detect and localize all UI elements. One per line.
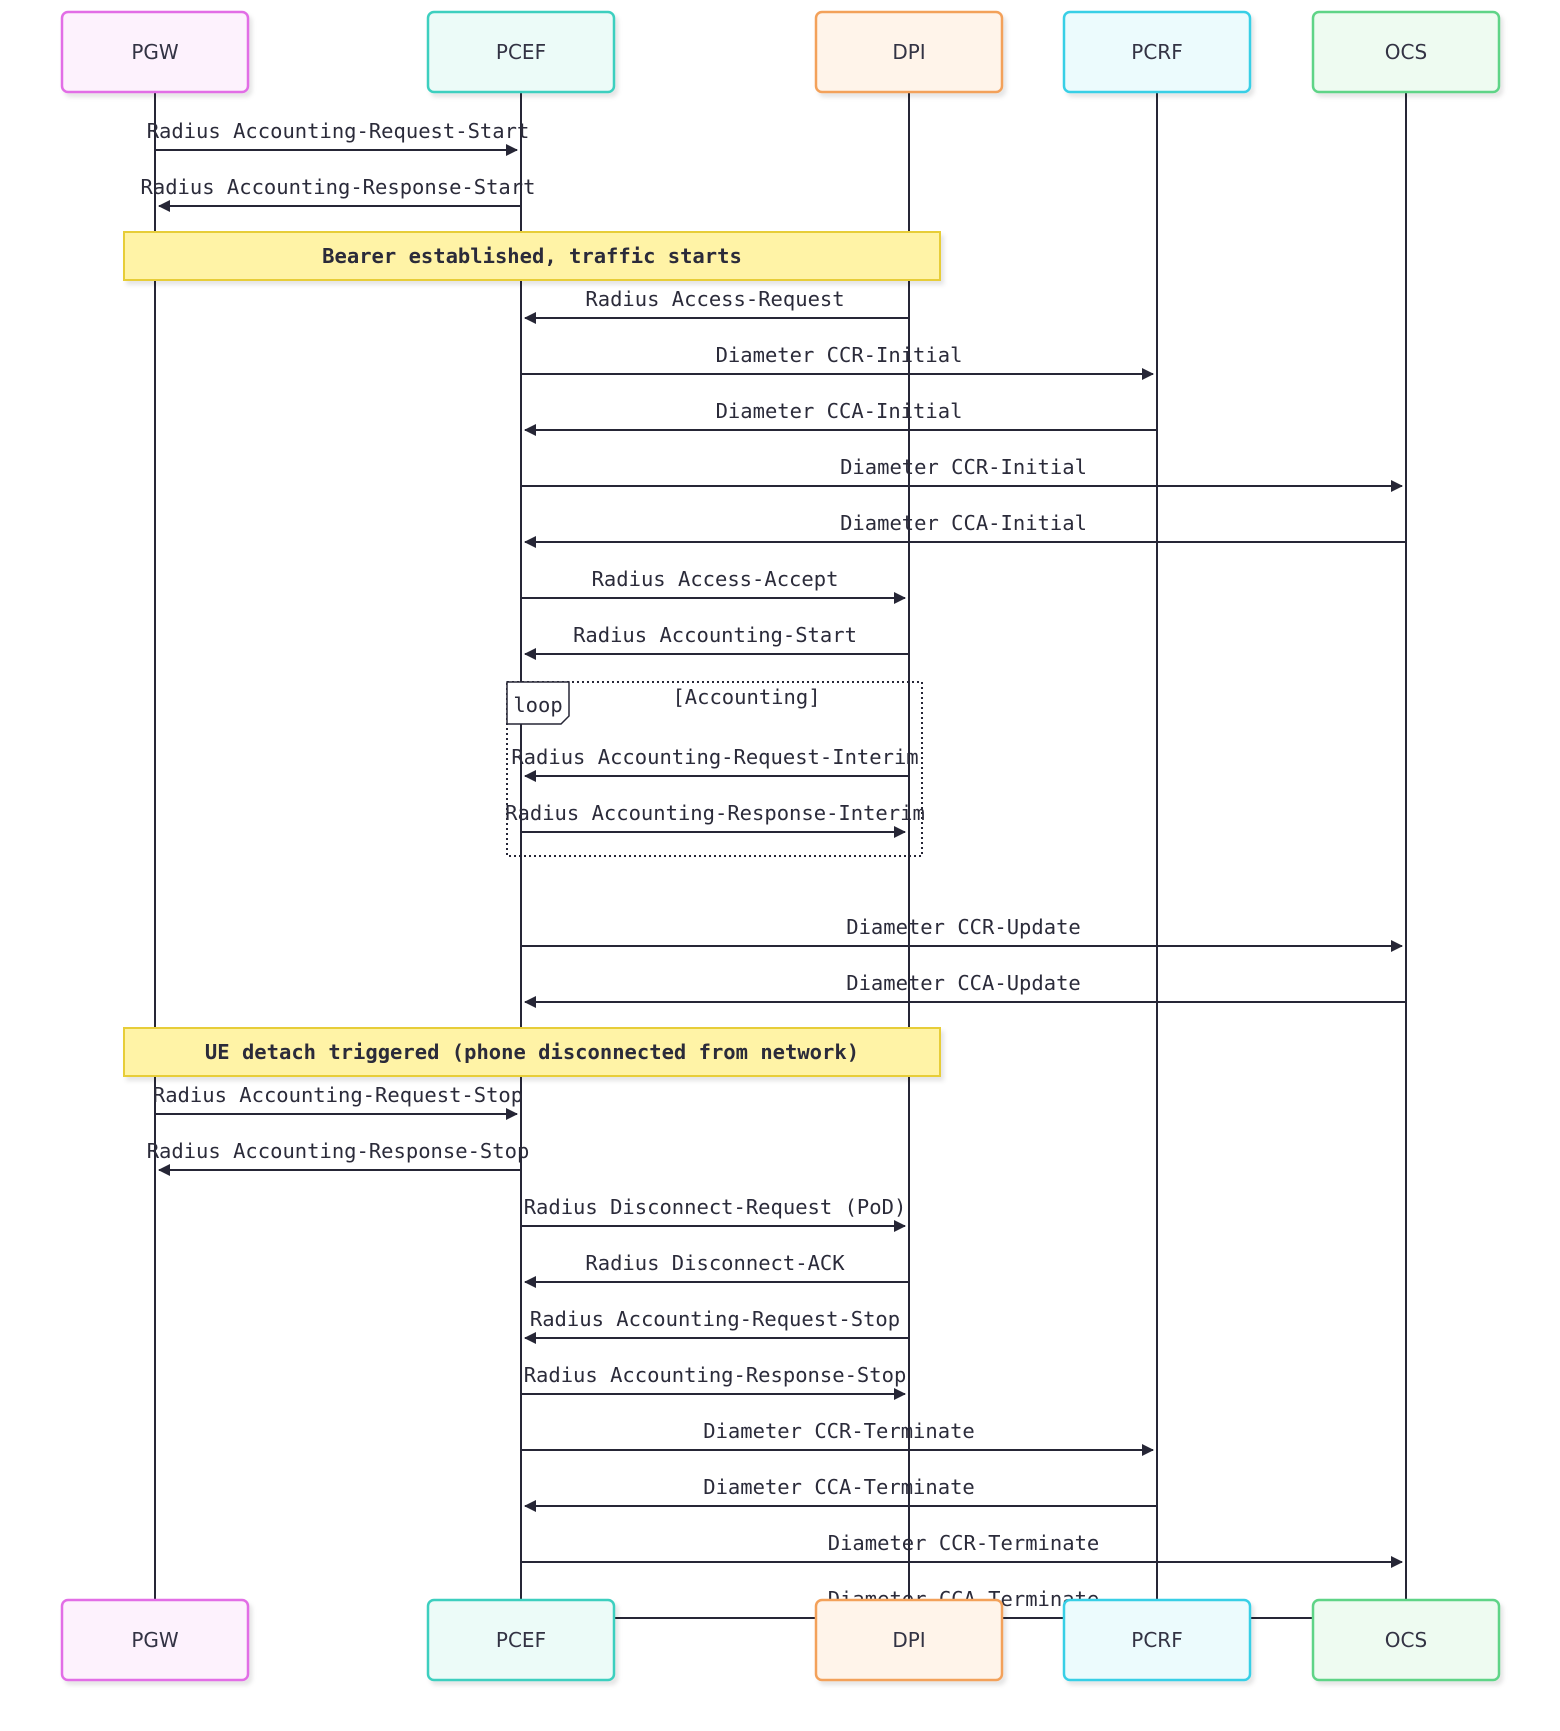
- message-label: Radius Access-Request: [585, 287, 844, 311]
- loops: loop [Accounting]: [506, 681, 923, 857]
- message-label: Diameter CCA-Terminate: [703, 1475, 975, 1499]
- message-label: Radius Disconnect-Request (PoD): [524, 1195, 907, 1219]
- message-label: Diameter CCA-Update: [846, 971, 1081, 995]
- actor-dpi-bottom: DPI: [814, 1598, 1004, 1682]
- actor-pgw-bottom: PGW: [60, 1598, 250, 1682]
- actor-box: [1311, 10, 1501, 94]
- message: Diameter CCA-Initial: [524, 511, 1406, 548]
- message-label: Diameter CCR-Terminate: [828, 1531, 1100, 1555]
- message-label: Radius Accounting-Request-Stop: [153, 1083, 523, 1107]
- actor-label: PCEF: [496, 40, 546, 64]
- message: Radius Accounting-Response-Stop: [147, 1139, 530, 1176]
- actor-pgw-top: PGW: [60, 10, 250, 94]
- loop-tab: [506, 681, 570, 725]
- actor-dpi-top: DPI: [814, 10, 1004, 94]
- message: Radius Accounting-Request-Stop: [524, 1307, 909, 1344]
- actor-pcrf-top: PCRF: [1062, 10, 1252, 94]
- message-label: Radius Accounting-Response-Stop: [524, 1363, 907, 1387]
- message-label: Radius Accounting-Request-Interim: [511, 745, 918, 769]
- actor-ocs-top: OCS: [1311, 10, 1501, 94]
- message-label: Radius Access-Accept: [592, 567, 839, 591]
- message-label: Radius Accounting-Request-Stop: [530, 1307, 900, 1331]
- message-label: Radius Accounting-Start: [573, 623, 857, 647]
- message: Diameter CCA-Initial: [524, 399, 1157, 436]
- loop-frame: loop [Accounting]: [506, 681, 923, 857]
- message: Radius Accounting-Response-Start: [141, 175, 536, 212]
- message: Diameter CCR-Terminate: [521, 1531, 1403, 1568]
- message-label: Radius Disconnect-ACK: [585, 1251, 845, 1275]
- actor-label: OCS: [1385, 1628, 1427, 1652]
- note-box: [123, 231, 941, 281]
- message: Diameter CCR-Update: [521, 915, 1403, 952]
- message: Diameter CCR-Terminate: [521, 1419, 1154, 1456]
- message: Diameter CCR-Initial: [521, 343, 1154, 380]
- note-label: UE detach triggered (phone disconnected …: [205, 1040, 859, 1064]
- actor-box: [426, 1598, 616, 1682]
- actor-box: [1311, 1598, 1501, 1682]
- message-label: Diameter CCA-Initial: [716, 399, 963, 423]
- message: Radius Disconnect-ACK: [524, 1251, 909, 1288]
- actor-box: [426, 10, 616, 94]
- actor-box: [814, 1598, 1004, 1682]
- message: Radius Accounting-Request-Start: [147, 119, 530, 156]
- message-label: Diameter CCR-Initial: [716, 343, 963, 367]
- message-label: Diameter CCA-Initial: [840, 511, 1087, 535]
- actor-box: [814, 10, 1004, 94]
- actor-pcef-top: PCEF: [426, 10, 616, 94]
- message-label: Radius Accounting-Response-Interim: [505, 801, 925, 825]
- actors-bottom: PGW PCEF DPI PCRF OCS: [60, 1598, 1501, 1682]
- lifelines: [154, 92, 1407, 1600]
- actor-box: [60, 1598, 250, 1682]
- actor-label: PCRF: [1131, 40, 1182, 64]
- message: Diameter CCR-Initial: [521, 455, 1403, 492]
- note: Bearer established, traffic starts: [123, 231, 941, 281]
- message: Diameter CCA-Update: [524, 971, 1406, 1008]
- message: Radius Accounting-Request-Interim: [511, 745, 919, 782]
- actor-box: [60, 10, 250, 94]
- actor-pcef-bottom: PCEF: [426, 1598, 616, 1682]
- message-label: Radius Accounting-Response-Stop: [147, 1139, 530, 1163]
- message: Radius Access-Request: [524, 287, 909, 324]
- message: Diameter CCA-Terminate: [524, 1475, 1157, 1512]
- actors-top: PGW PCEF DPI PCRF OCS: [60, 10, 1501, 94]
- message: Radius Disconnect-Request (PoD): [521, 1195, 907, 1232]
- loop-condition: [Accounting]: [672, 685, 820, 709]
- actor-box: [1062, 10, 1252, 94]
- message-label: Diameter CCR-Terminate: [703, 1419, 975, 1443]
- loop-border: [506, 681, 923, 857]
- actor-pcrf-bottom: PCRF: [1062, 1598, 1252, 1682]
- note-box: [123, 1027, 941, 1077]
- message-label: Radius Accounting-Response-Start: [141, 175, 536, 199]
- message-label: Diameter CCR-Initial: [840, 455, 1087, 479]
- actor-label: DPI: [892, 1628, 925, 1652]
- note-label: Bearer established, traffic starts: [322, 244, 742, 268]
- loop-label: loop: [513, 693, 562, 717]
- notes: Bearer established, traffic starts UE det…: [123, 231, 941, 1077]
- actor-label: PGW: [131, 40, 179, 64]
- message: Radius Accounting-Start: [524, 623, 909, 660]
- actor-label: OCS: [1385, 40, 1427, 64]
- message: Radius Access-Accept: [521, 567, 906, 604]
- message: Radius Accounting-Response-Stop: [521, 1363, 907, 1400]
- note: UE detach triggered (phone disconnected …: [123, 1027, 941, 1077]
- message: Radius Accounting-Request-Stop: [153, 1083, 523, 1120]
- actor-label: DPI: [892, 40, 925, 64]
- message-label: Diameter CCR-Update: [846, 915, 1081, 939]
- actor-box: [1062, 1598, 1252, 1682]
- message: Radius Accounting-Response-Interim: [505, 801, 925, 838]
- actor-label: PGW: [131, 1628, 179, 1652]
- actor-label: PCRF: [1131, 1628, 1182, 1652]
- message-label: Radius Accounting-Request-Start: [147, 119, 530, 143]
- actor-ocs-bottom: OCS: [1311, 1598, 1501, 1682]
- actor-label: PCEF: [496, 1628, 546, 1652]
